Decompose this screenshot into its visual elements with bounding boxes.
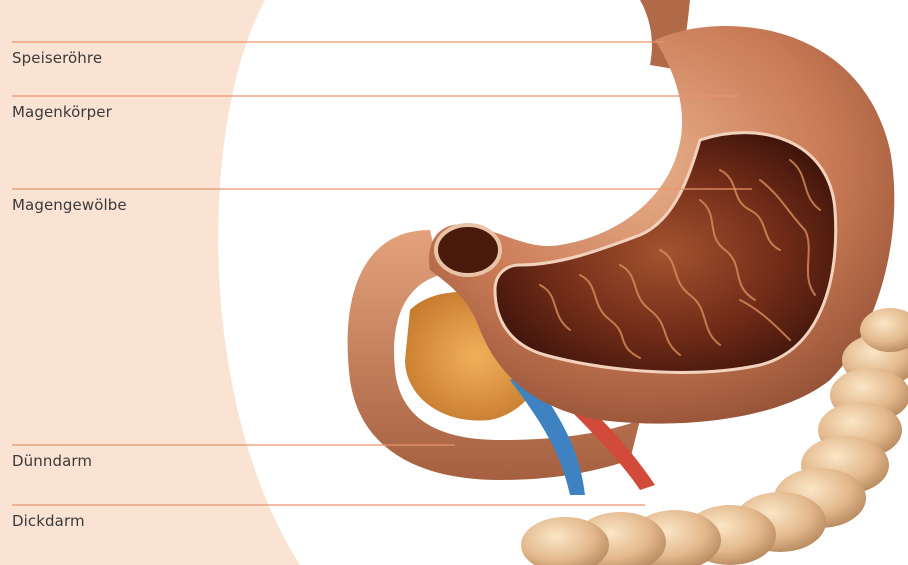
pylorus-opening — [436, 225, 500, 275]
label-large-intestine: Dickdarm — [12, 512, 85, 530]
label-stomach-vault: Magengewölbe — [12, 196, 127, 214]
label-esophagus: Speiseröhre — [12, 49, 102, 67]
label-stomach-body: Magenkörper — [12, 103, 112, 121]
side-panel — [0, 0, 300, 565]
label-small-intestine: Dünndarm — [12, 452, 92, 470]
